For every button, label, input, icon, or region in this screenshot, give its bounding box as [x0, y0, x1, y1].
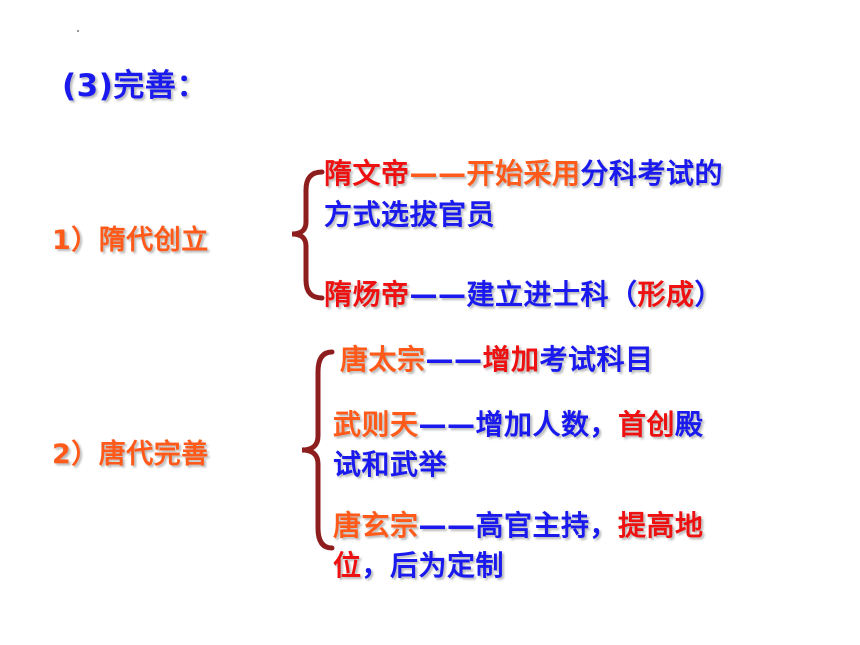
tang-taizong-line: 唐太宗——增加考试科目 [340, 338, 654, 378]
dash: —— [409, 157, 467, 190]
dash: —— [425, 343, 483, 376]
achievement-text: 高官主持， [475, 509, 619, 542]
section-title: (3)完善： [62, 60, 208, 105]
achievement-text: 建立进士科（ [466, 278, 638, 311]
achievement-text: ，后为定制 [361, 549, 505, 582]
dash: —— [409, 278, 467, 311]
achievement-text: 考试科目 [539, 343, 654, 376]
tang-xuanzong-line1: 唐玄宗——高官主持，提高地 [333, 504, 704, 544]
sui-wendi-line2: 方式选拔官员 [324, 198, 496, 231]
emperor-name: 隋文帝 [324, 157, 410, 190]
achievement-text: 分科考试的 [580, 157, 724, 190]
emperor-name: 唐玄宗 [333, 509, 419, 542]
tang-brace-icon [301, 349, 335, 551]
highlight-text: 形成 [637, 278, 695, 311]
emperor-name: 武则天 [333, 408, 419, 441]
dash: —— [418, 408, 476, 441]
title-number: (3) [62, 68, 114, 104]
sui-yangdi-line: 隋炀帝——建立进士科（形成） [324, 273, 723, 313]
sui-dynasty-label: 1）隋代创立 [52, 225, 209, 256]
dash: —— [418, 509, 476, 542]
tang-wuzetian-line2: 试和武举 [333, 448, 448, 481]
achievement-text: 开始采用 [466, 157, 581, 190]
decorative-dot [77, 30, 79, 32]
achievement-text: 增加人数， [475, 408, 619, 441]
achievement-text: 殿 [675, 408, 704, 441]
tang-wuzetian-line1: 武则天——增加人数，首创殿 [333, 403, 704, 443]
highlight-text: 增加 [482, 343, 540, 376]
achievement-text: ） [694, 278, 724, 311]
highlight-text: 提高地 [618, 509, 704, 542]
tang-xuanzong-line2: 位，后为定制 [333, 544, 504, 584]
highlight-text: 首创 [618, 408, 676, 441]
sui-wendi-line1: 隋文帝——开始采用分科考试的 [324, 152, 723, 192]
emperor-name: 唐太宗 [340, 343, 426, 376]
sui-brace-icon [291, 169, 325, 301]
title-text: 完善： [113, 68, 208, 104]
emperor-name: 隋炀帝 [324, 278, 410, 311]
tang-dynasty-label: 2）唐代完善 [52, 439, 209, 470]
highlight-text: 位 [333, 549, 362, 582]
